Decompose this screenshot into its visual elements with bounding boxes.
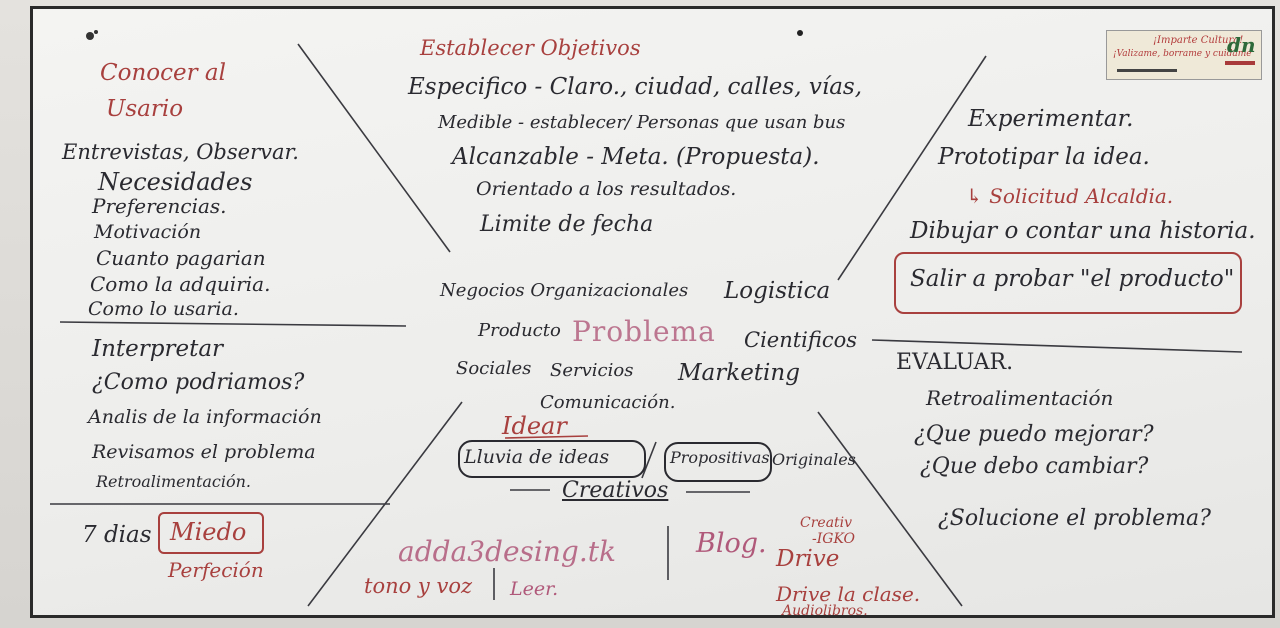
drive-text: Drive [776,546,840,572]
audiolibros-text: Audiolibros. [782,603,868,619]
creativos-text: Creativos [562,478,669,503]
creativ-text: Creativ [800,515,853,531]
sociales-text: Sociales [456,358,532,379]
como-podriamos-text: ¿Como podriamos? [92,370,305,395]
revisamos-text: Revisamos el problema [92,441,316,463]
sticker-brand: dn [1227,33,1256,57]
salir-box [894,252,1242,314]
usuario-heading: Usario [106,96,184,122]
magnet-icon [86,30,98,40]
marketing-text: Marketing [678,360,800,386]
divider-top-left [297,43,451,253]
sticker-slogan-2: ¡Valizame, borrame y cuidame [1113,49,1252,59]
interpretar-heading: Interpretar [92,336,224,362]
prototipar-text: Prototipar la idea. [938,144,1150,170]
analisis-text: Analis de la información [88,406,322,428]
entrevistas-text: Entrevistas, Observar. [62,140,299,164]
cambiar-text: ¿Que debo cambiar? [920,454,1149,479]
perfeccion-text: Perfeción [168,558,264,582]
lluvia-text: Lluvia de ideas [464,446,610,468]
divider-bottom-right [817,411,963,607]
miedo-box [158,512,264,554]
retroalimentacion-left-text: Retroalimentación. [96,472,252,491]
sticker-logo: ¡Imparte Cultura! ¡Valizame, borrame y c… [1106,30,1262,80]
evaluar-heading: EVALUAR. [896,350,1014,375]
motivacion-text: Motivación [94,221,202,243]
miedo-text: Miedo [170,518,247,546]
conocer-heading: Conocer al [100,60,226,86]
propositivas-text: Propositivas [670,448,770,467]
divider-bottom-left [307,401,463,607]
mejorar-text: ¿Que puedo mejorar? [914,422,1154,447]
divider-left-upper [59,321,407,327]
siete-dias-text: 7 dias [82,522,152,548]
retro-right-text: Retroalimentación [926,386,1114,410]
alcanzable-text: Alcanzable - Meta. (Propuesta). [452,144,820,170]
adquiria-text: Como la adquiria. [90,272,271,296]
logistica-text: Logistica [724,278,831,304]
originales-text: Originales [772,450,856,469]
blog-text: Blog. [696,528,767,559]
sticker-slogan-1: ¡Imparte Cultura! [1153,35,1244,46]
preferencias-text: Preferencias. [92,194,227,218]
problema-text: Problema [572,315,716,348]
divider-top-right [837,55,987,281]
kiko-text: -IGKO [812,531,856,547]
cientificos-text: Cientificos [744,328,858,352]
divider-right-middle [871,339,1243,353]
underline-idear [504,435,589,439]
comunicacion-text: Comunicación. [540,392,676,413]
leer-text: Leer. [510,578,559,600]
slash-idear [641,441,657,479]
cuanto-text: Cuanto pagarian [96,246,266,270]
adda-site-text: adda3desing.tk [398,535,616,568]
lluvia-box [458,440,646,478]
orientado-text: Orientado a los resultados. [476,178,737,200]
necesidades-text: Necesidades [98,168,253,196]
tono-voz-text: tono y voz [364,574,473,598]
idear-heading: Idear [502,412,567,440]
producto-text: Producto [478,320,561,341]
establecer-heading: Establecer Objetivos [420,36,641,60]
solicitud-text: ↳ Solicitud Alcaldia. [966,184,1174,208]
drive-clase-text: Drive la clase. [776,582,921,606]
sticker-red-bar [1225,61,1255,65]
servicios-text: Servicios [550,360,634,381]
limite-text: Limite de fecha [480,212,654,237]
sticker-dark-bar [1117,69,1177,72]
soluciones-text: ¿Solucione el problema? [938,506,1211,531]
propositivas-box [664,442,772,482]
negocios-text: Negocios Organizacionales [440,280,689,301]
usaria-text: Como lo usaria. [88,298,239,320]
experimentar-heading: Experimentar. [968,106,1134,132]
especifico-text: Especifico - Claro., ciudad, calles, vía… [408,74,863,100]
salir-text: Salir a probar "el producto" [910,266,1235,292]
ink-dot-icon [797,30,803,36]
medible-text: Medible - establecer/ Personas que usan … [438,112,846,133]
dibujar-text: Dibujar o contar una historia. [910,218,1256,244]
